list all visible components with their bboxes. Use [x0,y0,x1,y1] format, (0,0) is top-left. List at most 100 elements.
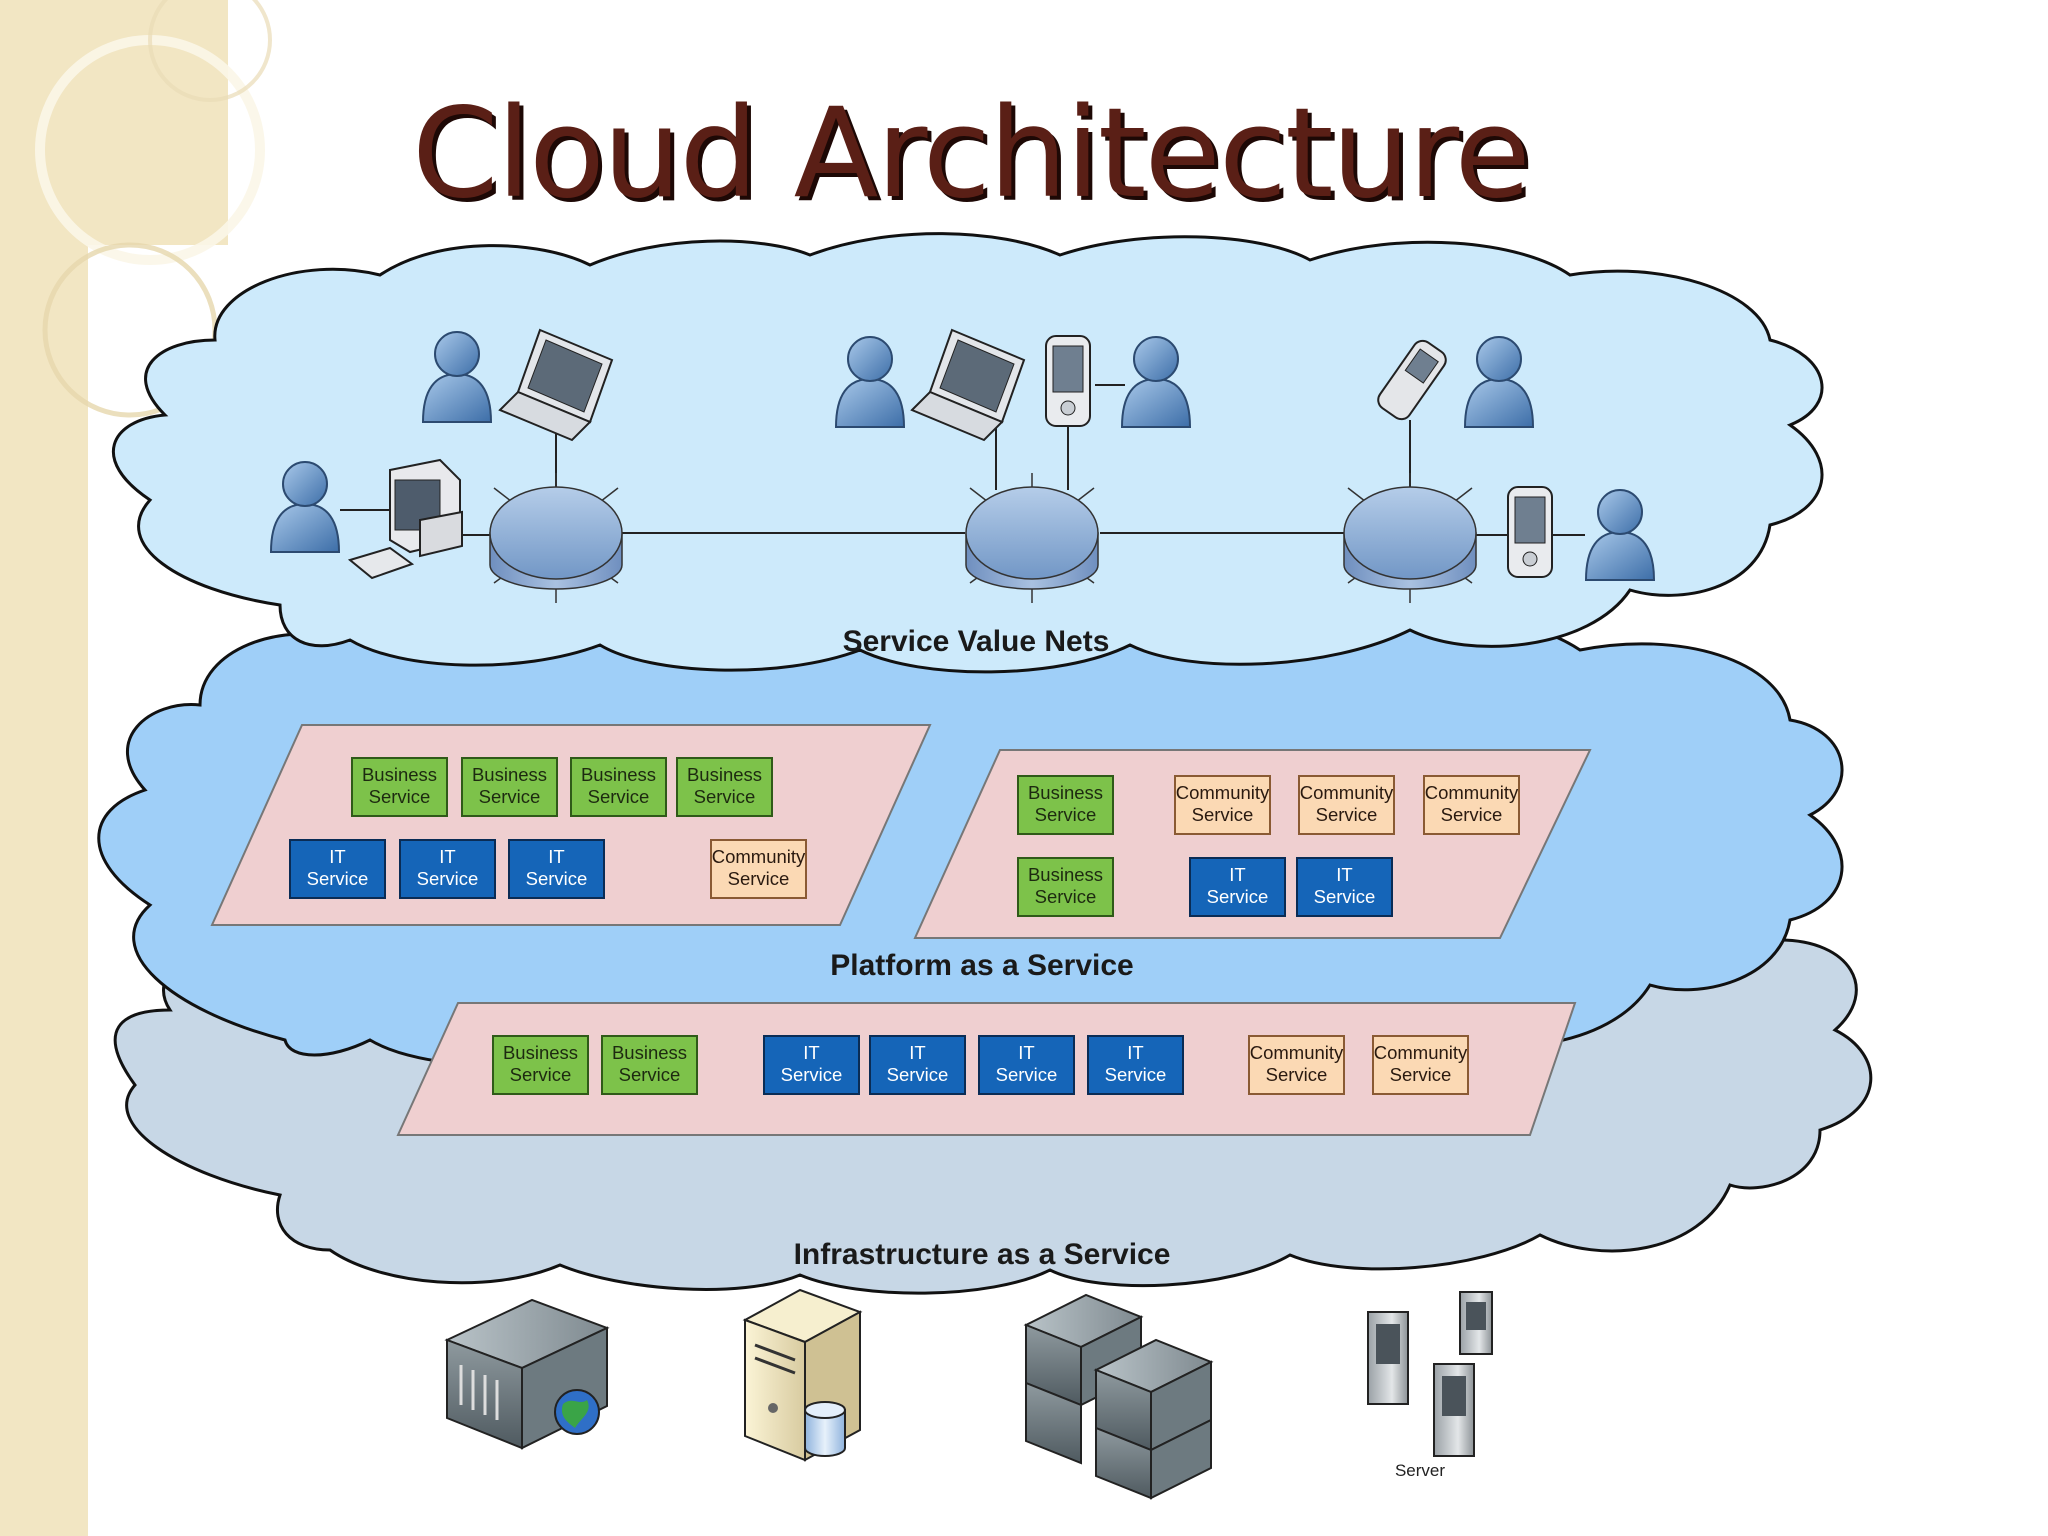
community-service-rect [1298,775,1395,835]
it-service-label: Service [781,1064,843,1085]
business-service-label: Service [619,1064,681,1085]
desktop-computer-icon [347,458,463,580]
network-hub-left [489,473,623,603]
business-service-rect [492,1035,589,1095]
business-service-rect [570,757,667,817]
community-service-label: Service [1266,1064,1328,1085]
business-service-label: Business [612,1042,687,1063]
business-service-label: Business [687,764,762,785]
business-service-rect [461,757,558,817]
community-service-label: Community [712,846,806,867]
it-service-label: Service [887,1064,949,1085]
it-service-label: IT [1229,864,1245,885]
it-service-rect [1296,857,1393,917]
it-service-rect [289,839,386,899]
business-service-rect [676,757,773,817]
laptop-icon [910,328,1026,442]
community-service-label: Service [1390,1064,1452,1085]
it-service-label: IT [1018,1042,1034,1063]
it-service-label: IT [439,846,455,867]
community-service-rect [1423,775,1520,835]
it-service-label: IT [548,846,564,867]
business-service-label: Service [369,786,431,807]
community-service-label: Service [1441,804,1503,825]
community-service-label: Service [728,868,790,889]
label-platform-as-a-service: Platform as a Service [830,949,1134,982]
it-service-label: Service [417,868,479,889]
business-service-rect [1017,857,1114,917]
community-service-label: Service [1192,804,1254,825]
user-icon [421,331,493,423]
pda-icon [1045,335,1091,427]
it-service-rect [508,839,605,899]
laptop-icon [498,328,614,442]
it-service-label: IT [803,1042,819,1063]
business-service-label: Business [581,764,656,785]
pda-icon [1507,486,1553,578]
it-service-rect [763,1035,860,1095]
it-service-label: Service [307,868,369,889]
it-service-rect [978,1035,1075,1095]
service-boxes: BusinessServiceBusinessServiceBusinessSe… [289,757,1520,1095]
it-service-rect [1189,857,1286,917]
business-service-label: Service [588,786,650,807]
network-hub-center [965,473,1099,603]
community-service-rect [1174,775,1271,835]
it-service-label: IT [909,1042,925,1063]
it-service-label: Service [1314,886,1376,907]
it-service-rect [1087,1035,1184,1095]
user-icon [269,461,341,553]
community-service-label: Community [1425,782,1519,803]
business-service-label: Business [1028,864,1103,885]
cloud-service-value-nets [111,232,1824,674]
mobile-phone-icon [1377,339,1447,421]
business-service-label: Service [479,786,541,807]
it-service-label: IT [329,846,345,867]
it-service-label: Service [526,868,588,889]
slide-title: Cloud Architecture [412,82,1531,226]
user-icon [1120,336,1192,428]
business-service-label: Service [1035,886,1097,907]
community-service-label: Service [1316,804,1378,825]
business-service-label: Business [472,764,547,785]
sidebar-decoration [0,0,272,1536]
database-server-icon [742,1288,863,1462]
business-service-rect [1017,775,1114,835]
community-service-label: Community [1176,782,1270,803]
web-server-icon [444,1298,610,1450]
user-icon [1584,489,1656,581]
business-service-rect [601,1035,698,1095]
business-service-label: Service [1035,804,1097,825]
it-service-label: IT [1127,1042,1143,1063]
user-icon [1463,336,1535,428]
business-service-label: Business [1028,782,1103,803]
community-service-rect [1248,1035,1345,1095]
community-service-label: Community [1250,1042,1344,1063]
community-service-rect [710,839,807,899]
it-service-label: IT [1336,864,1352,885]
network-hub-right [1343,473,1477,603]
business-service-label: Business [503,1042,578,1063]
business-service-rect [351,757,448,817]
server-label: Server [1395,1461,1445,1480]
user-icon [834,336,906,428]
business-service-label: Service [510,1064,572,1085]
